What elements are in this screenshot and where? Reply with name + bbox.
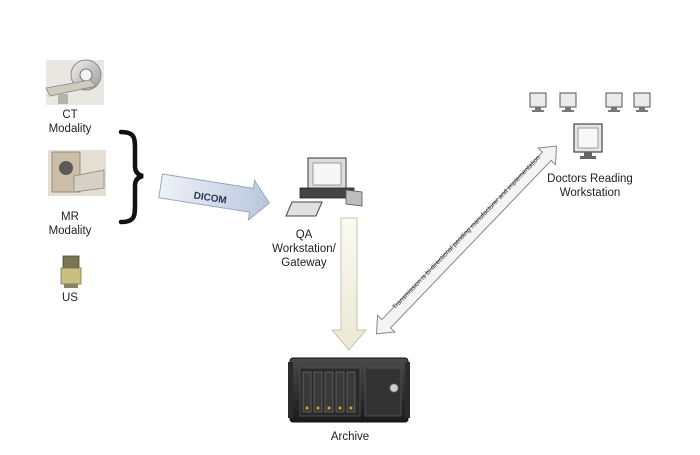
ct-label-line2: Modality (48, 123, 92, 135)
archive-label: Archive (330, 431, 370, 443)
mr-label-line1: MR (61, 211, 79, 223)
computer-workstation-icon (285, 157, 363, 217)
ultrasound-machine-icon (60, 255, 82, 288)
mr-label-line2: Modality (48, 225, 92, 237)
down-arrow (330, 217, 368, 351)
doctors-label-line1: Doctors Reading (547, 173, 633, 185)
ct-scanner-icon (45, 59, 104, 105)
qa-label-line3: Gateway (281, 257, 327, 269)
grouping-brace (118, 129, 144, 225)
qa-label-line2: Workstation/ (272, 243, 336, 255)
doctors-label-line2: Workstation (559, 187, 621, 199)
server-rack-icon (288, 357, 410, 423)
qa-label-line1: QA (295, 229, 313, 241)
us-label: US (62, 292, 78, 304)
dicom-arrow (158, 173, 270, 222)
mr-scanner-icon (48, 150, 106, 196)
monitor-icon (529, 92, 651, 159)
bidirectional-arrow (375, 145, 558, 335)
ct-label-line1: CT (62, 109, 78, 121)
